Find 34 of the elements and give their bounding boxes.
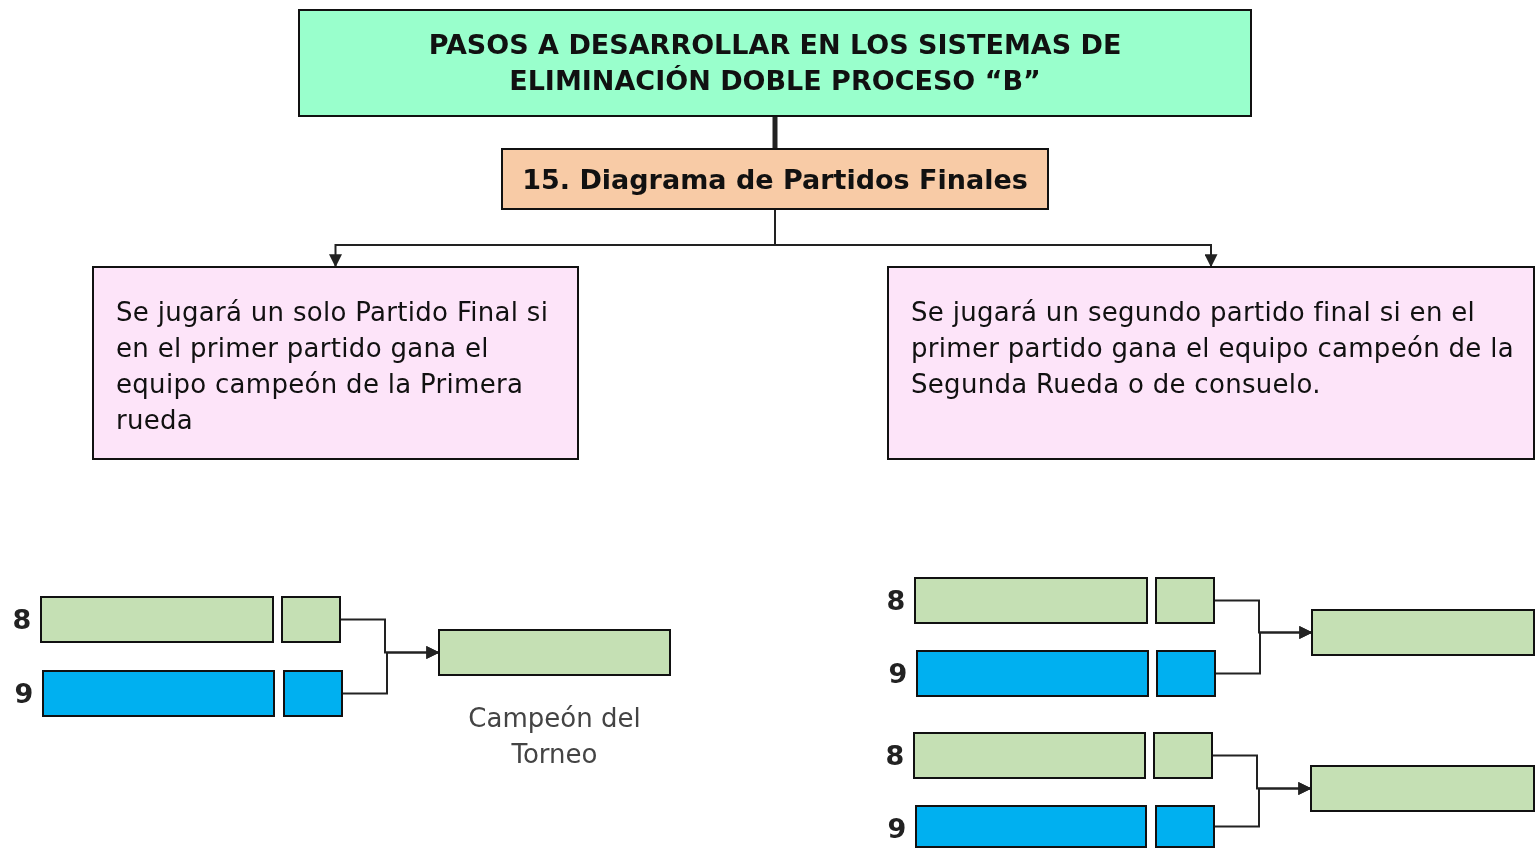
note-text: Se jugará un segundo partido final si en el primer partido gana el equipo campeón de la Segunda Rueda o de consuelo. — [911, 296, 1515, 401]
note-box — [92, 266, 579, 460]
bracket-slot — [913, 732, 1146, 779]
bracket-slot — [438, 629, 671, 676]
seed-number: 9 — [13, 678, 35, 709]
bracket-slot — [283, 670, 343, 717]
bracket-slot — [1156, 650, 1216, 697]
bracket-slot — [42, 670, 275, 717]
note-text: Se jugará un solo Partido Final si en el primer partido gana el equipo campeón de la Primera rueda — [116, 296, 550, 437]
bracket-slot — [1155, 577, 1215, 624]
bracket-slot — [40, 596, 274, 643]
seed-number: 9 — [886, 813, 908, 844]
bracket-slot — [915, 805, 1147, 848]
arrow — [342, 646, 440, 695]
bracket-slot — [1310, 765, 1535, 812]
seed-number: 8 — [11, 604, 33, 635]
bracket-slot — [916, 650, 1149, 697]
bracket-slot — [1153, 732, 1213, 779]
caption-text: Campeón del Torneo — [467, 702, 642, 771]
arrow — [1215, 626, 1313, 675]
title-box — [298, 9, 1252, 117]
title-text: PASOS A DESARROLLAR EN LOS SISTEMAS DE ELIMINACIÓN DOBLE PROCESO “B” — [427, 28, 1123, 98]
step-box — [501, 148, 1049, 210]
bracket-slot — [1155, 805, 1215, 848]
seed-number: 9 — [887, 658, 909, 689]
bracket-slot — [281, 596, 341, 643]
bracket-slot — [914, 577, 1148, 624]
seed-number: 8 — [885, 585, 907, 616]
note-box — [887, 266, 1535, 460]
bracket-slot — [1311, 609, 1535, 656]
step-text: 15. Diagrama de Partidos Finales — [522, 163, 1028, 195]
seed-number: 8 — [884, 740, 906, 771]
connector-line — [772, 117, 778, 148]
arrow — [1214, 782, 1312, 828]
